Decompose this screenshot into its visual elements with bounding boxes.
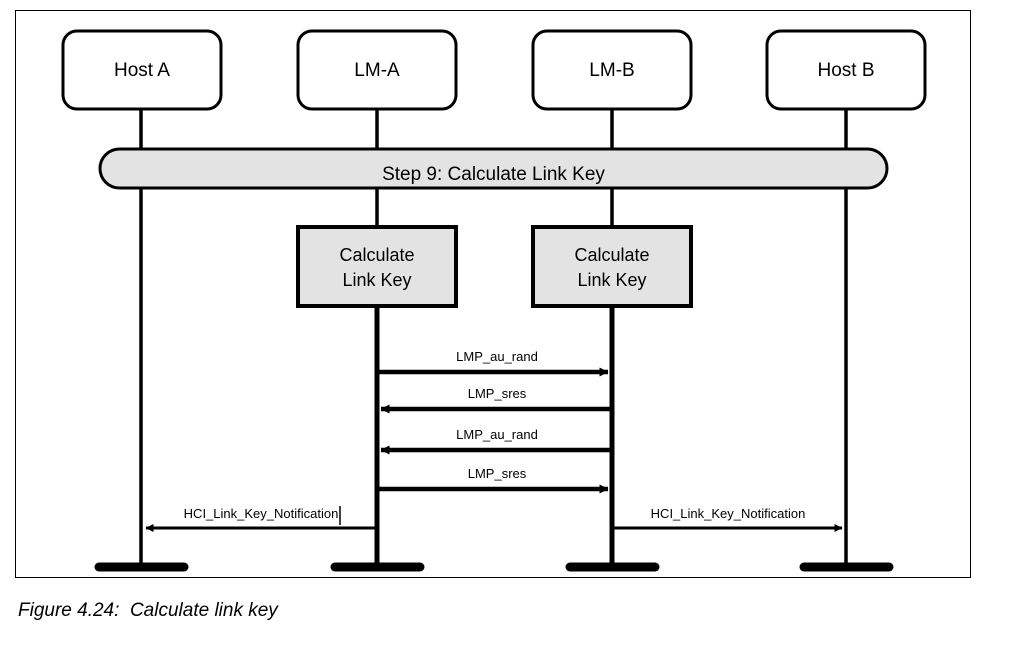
participant-label-host-b: Host B bbox=[817, 60, 874, 81]
participant-box-host-b[interactable] bbox=[765, 29, 927, 111]
message-label-5: HCI_Link_Key_Notification bbox=[184, 506, 339, 521]
figure-frame: Step 9: Calculate Link Key Host A LM-A L… bbox=[15, 10, 971, 578]
message-label-1: LMP_au_rand bbox=[456, 349, 538, 364]
participant-label-host-a: Host A bbox=[114, 60, 170, 81]
activity-box-lm-b[interactable] bbox=[531, 225, 693, 308]
activity-label-lm-a-line1: Calculate bbox=[339, 245, 414, 265]
activity-label-lm-b-line1: Calculate bbox=[574, 245, 649, 265]
sequence-diagram: Step 9: Calculate Link Key Host A LM-A L… bbox=[61, 29, 927, 572]
step-banner bbox=[98, 147, 889, 190]
participant-box-lm-a[interactable] bbox=[296, 29, 458, 111]
step-banner-label: Step 9: Calculate Link Key bbox=[382, 164, 605, 185]
activity-label-lm-a-line2: Link Key bbox=[342, 270, 411, 290]
participant-label-lm-b: LM-B bbox=[589, 60, 634, 81]
participant-box-host-a[interactable] bbox=[61, 29, 223, 111]
message-label-2: LMP_sres bbox=[468, 386, 527, 401]
message-label-4: LMP_sres bbox=[468, 466, 527, 481]
message-label-3: LMP_au_rand bbox=[456, 427, 538, 442]
participant-box-lm-b[interactable] bbox=[531, 29, 693, 111]
participant-label-lm-a: LM-A bbox=[354, 60, 400, 81]
activity-label-lm-b-line2: Link Key bbox=[577, 270, 646, 290]
activity-box-lm-a[interactable] bbox=[296, 225, 458, 308]
message-label-6: HCI_Link_Key_Notification bbox=[651, 506, 806, 521]
figure-caption: Figure 4.24: Calculate link key bbox=[18, 600, 278, 621]
